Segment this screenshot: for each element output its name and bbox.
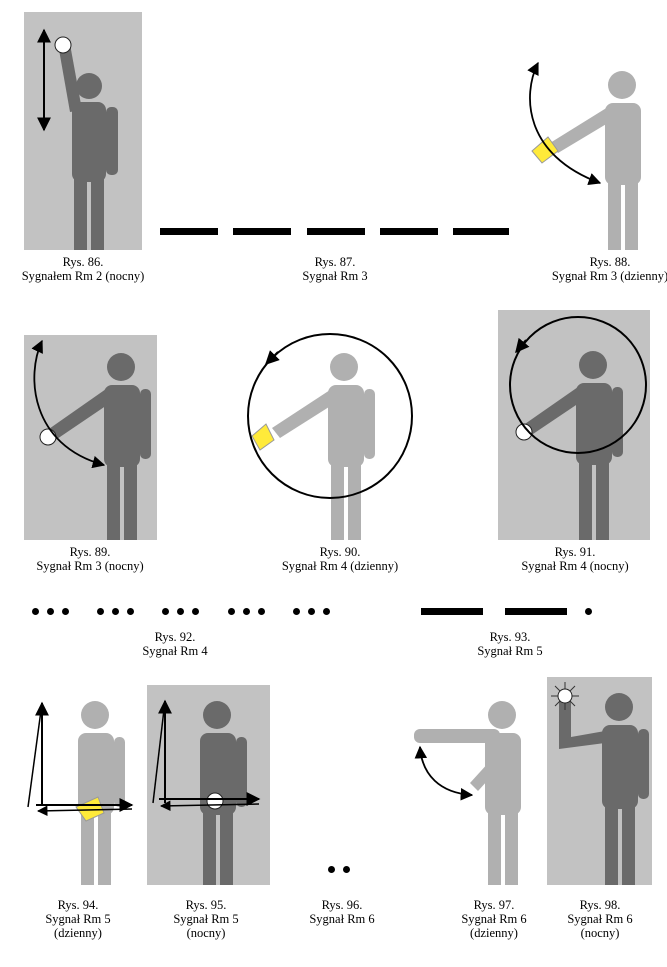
figure-87-caption: Rys. 87. Sygnał Rm 3 (285, 255, 385, 283)
figure-95-title: Sygnał Rm 5 (173, 912, 239, 926)
figure-86-caption: Rys. 86. Sygnałem Rm 2 (nocny) (0, 255, 166, 283)
figure-96-number: Rys. 96. (321, 898, 363, 912)
figure-97-number: Rys. 97. (473, 898, 515, 912)
figure-88-number: Rys. 88. (589, 255, 631, 269)
figure-91-number: Rys. 91. (554, 545, 596, 559)
figure-90-illustration (247, 333, 413, 540)
figure-95-number: Rys. 95. (185, 898, 227, 912)
figure-91-caption: Rys. 91. Sygnał Rm 4 (nocny) (505, 545, 645, 573)
figure-93-number: Rys. 93. (489, 630, 531, 644)
figure-94-subtitle: (dzienny) (54, 926, 102, 940)
figure-86-number: Rys. 86. (62, 255, 104, 269)
figure-94-title: Sygnał Rm 5 (45, 912, 111, 926)
figure-89-number: Rys. 89. (69, 545, 111, 559)
figure-90-title: Sygnał Rm 4 (dzienny) (281, 559, 399, 573)
figure-90-caption: Rys. 90. Sygnał Rm 4 (dzienny) (270, 545, 410, 573)
figure-91-title: Sygnał Rm 4 (nocny) (521, 559, 629, 573)
figure-95-subtitle: (nocny) (186, 926, 226, 940)
figure-94-illustration (27, 701, 134, 885)
figure-97-title: Sygnał Rm 6 (461, 912, 527, 926)
figure-95-illustration (152, 699, 261, 885)
figure-88-caption: Rys. 88. Sygnał Rm 3 (dzienny) (545, 255, 667, 283)
figure-89-illustration (31, 339, 151, 540)
figure-88-illustration (527, 61, 641, 250)
figure-89-title: Sygnał Rm 3 (nocny) (36, 559, 144, 573)
figure-86-illustration (37, 28, 118, 250)
figure-87-title: Sygnał Rm 3 (302, 269, 368, 283)
figure-98-number: Rys. 98. (579, 898, 621, 912)
figure-98-subtitle: (nocny) (580, 926, 620, 940)
figure-93-caption: Rys. 93. Sygnał Rm 5 (460, 630, 560, 658)
figure-98-illustration (551, 682, 649, 885)
figure-96-caption: Rys. 96. Sygnał Rm 6 (292, 898, 392, 926)
figure-90-number: Rys. 90. (319, 545, 361, 559)
figure-95-caption: Rys. 95. Sygnał Rm 5 (nocny) (156, 898, 256, 940)
figure-94-caption: Rys. 94. Sygnał Rm 5 (dzienny) (28, 898, 128, 940)
figure-92-number: Rys. 92. (154, 630, 196, 644)
figure-92-title: Sygnał Rm 4 (142, 644, 208, 658)
figure-89-caption: Rys. 89. Sygnał Rm 3 (nocny) (20, 545, 160, 573)
figure-98-title: Sygnał Rm 6 (567, 912, 633, 926)
figure-93-title: Sygnał Rm 5 (477, 644, 543, 658)
figure-97-caption: Rys. 97. Sygnał Rm 6 (dzienny) (444, 898, 544, 940)
figure-92-caption: Rys. 92. Sygnał Rm 4 (125, 630, 225, 658)
figure-97-subtitle: (dzienny) (470, 926, 518, 940)
figure-96-title: Sygnał Rm 6 (309, 912, 375, 926)
figure-97-illustration (414, 701, 521, 885)
figure-94-number: Rys. 94. (57, 898, 99, 912)
figure-86-title: Sygnałem Rm 2 (nocny) (21, 269, 145, 283)
figure-98-caption: Rys. 98. Sygnał Rm 6 (nocny) (550, 898, 650, 940)
figure-88-title: Sygnał Rm 3 (dzienny) (551, 269, 667, 283)
figure-87-number: Rys. 87. (314, 255, 356, 269)
figure-91-illustration (509, 316, 647, 540)
